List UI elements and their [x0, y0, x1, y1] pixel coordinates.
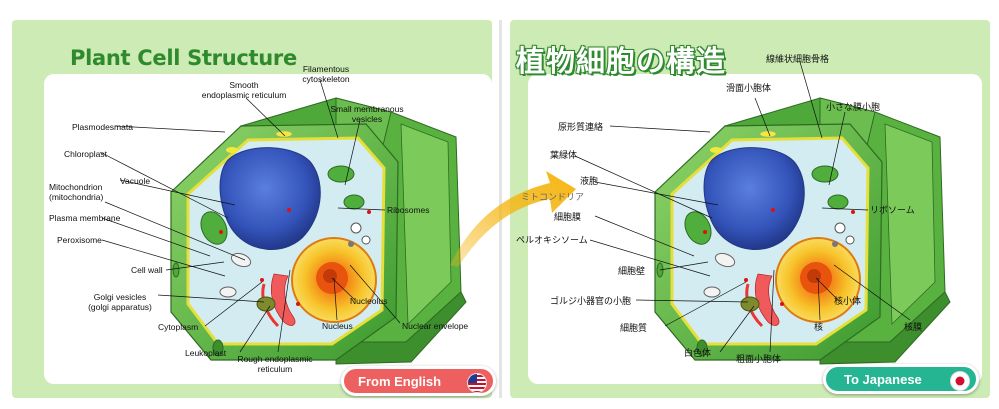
to-japanese-label: To Japanese: [844, 371, 922, 387]
label-cytoplasm: Cytoplasm: [158, 322, 199, 332]
ja-label-small-vesicles: 小さな膜小胞: [826, 102, 881, 112]
ja-label-rough-er: 粗面小胞体: [736, 354, 782, 364]
ja-label-filamentous-cytoskeleton: 線維状細胞骨格: [766, 54, 830, 64]
label-cell-wall: Cell wall: [131, 265, 163, 275]
label-plasma-membrane: Plasma membrane: [49, 213, 121, 223]
ja-label-plasma-membrane: 細胞膜: [554, 212, 582, 222]
label-ribosomes: Ribosomes: [387, 205, 430, 215]
japanese-title: 植物細胞の構造: [516, 44, 727, 78]
from-english-label: From English: [358, 373, 442, 389]
ja-label-golgi-vesicles: ゴルジ小器官の小胞: [550, 296, 632, 306]
ja-label-vacuole: 液胞: [580, 176, 599, 186]
ja-label-cell-wall: 細胞壁: [618, 266, 646, 276]
ja-label-nucleus: 核: [814, 322, 824, 332]
english-title: Plant Cell Structure: [70, 46, 297, 70]
ja-label-mitochondrion: ミトコンドリア: [521, 192, 585, 202]
ja-label-leukoplast: 白色体: [684, 348, 712, 358]
label-vacuole: Vacuole: [120, 176, 151, 186]
english-cell-illustration: [99, 79, 468, 366]
to-japanese-button[interactable]: To Japanese: [823, 364, 979, 394]
label-nucleus: Nucleus: [322, 321, 353, 331]
label-plasmodesmata: Plasmodesmata: [72, 122, 133, 132]
from-english-button[interactable]: From English: [341, 366, 496, 396]
japan-flag-icon: [950, 371, 970, 391]
label-chloroplast: Chloroplast: [64, 149, 107, 159]
label-leukoplast: Leukoplast: [185, 348, 227, 358]
label-nucleolus: Nucleolus: [350, 296, 388, 306]
ja-label-nuclear-envelope: 核膜: [904, 322, 923, 332]
ja-label-nucleolus: 核小体: [834, 296, 862, 306]
us-flag-icon: [467, 373, 487, 393]
translate-arrow-icon: [450, 171, 576, 267]
ja-label-peroxisome: ペルオキシソーム: [516, 235, 588, 245]
label-golgi-vesicles: Golgi vesicles(golgi apparatus): [88, 292, 152, 312]
ja-label-ribosomes: リボソーム: [870, 205, 915, 215]
ja-label-smooth-er: 滑面小胞体: [726, 83, 772, 93]
label-peroxisome: Peroxisome: [57, 235, 102, 245]
label-mitochondrion: Mitochondrion(mitochondria): [49, 182, 104, 202]
ja-label-plasmodesmata: 原形質連絡: [558, 122, 604, 132]
ja-label-cytoplasm: 細胞質: [620, 323, 648, 333]
label-nuclear-envelope: Nuclear envelope: [402, 321, 469, 331]
ja-label-chloroplast: 葉緑体: [550, 150, 578, 160]
